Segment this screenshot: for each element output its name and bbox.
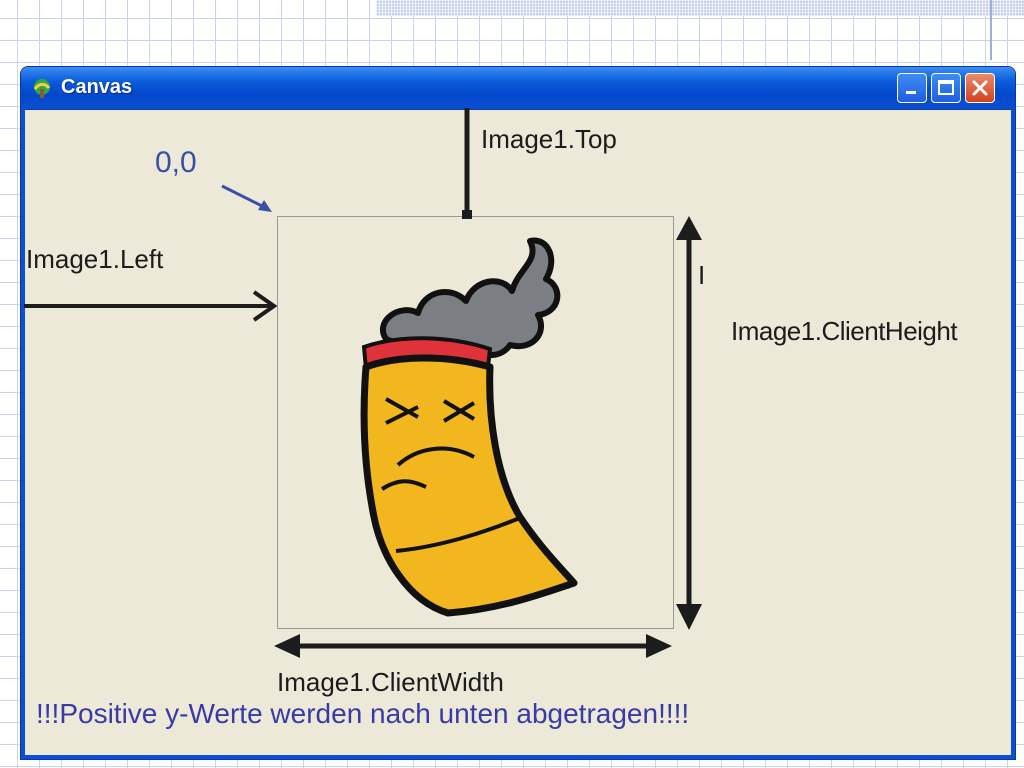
title-bar[interactable]: Canvas bbox=[21, 67, 1015, 110]
minimize-button[interactable] bbox=[897, 73, 927, 103]
close-icon bbox=[972, 80, 988, 96]
slide-vertical-line bbox=[990, 0, 992, 60]
origin-label: 0,0 bbox=[155, 146, 197, 179]
canvas-app-icon bbox=[33, 79, 51, 98]
client-height-label: Image1.ClientHeight bbox=[731, 316, 958, 346]
note-text: !!!Positive y-Werte werden nach unten ab… bbox=[36, 698, 690, 729]
maximize-button[interactable] bbox=[931, 73, 961, 103]
stray-mark: I bbox=[698, 260, 706, 290]
window-frame-right bbox=[1011, 109, 1015, 759]
maximize-icon bbox=[938, 80, 954, 95]
left-label: Image1.Left bbox=[26, 244, 164, 274]
client-width-label: Image1.ClientWidth bbox=[277, 667, 504, 697]
cigar-mascot-image bbox=[360, 237, 578, 617]
window-frame-left bbox=[21, 109, 25, 759]
close-button[interactable] bbox=[965, 73, 995, 103]
window-frame-bottom bbox=[21, 755, 1015, 759]
minimize-icon bbox=[906, 91, 916, 94]
image1 bbox=[277, 216, 674, 629]
origin-arrow bbox=[221, 184, 269, 211]
top-label: Image1.Top bbox=[481, 124, 617, 154]
window-title: Canvas bbox=[61, 76, 133, 98]
slide-top-band bbox=[376, 0, 1024, 16]
